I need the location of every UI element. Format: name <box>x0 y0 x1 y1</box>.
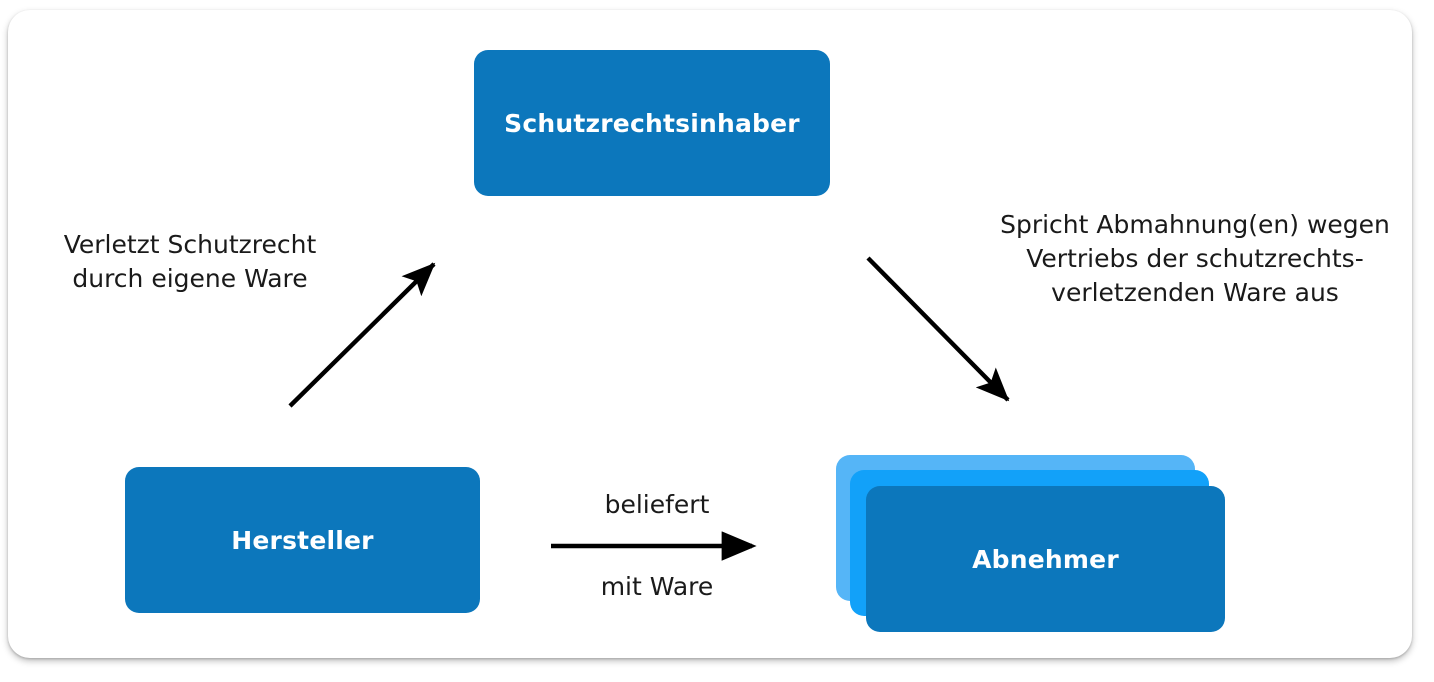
abnehmer-stack-card-front[interactable]: Abnehmer <box>866 486 1225 632</box>
edge-label-mit-ware: mit Ware <box>600 572 714 601</box>
node-hersteller-label: Hersteller <box>231 525 374 555</box>
annotation-spricht-abmahnung: Spricht Abmahnung(en) wegen Vertriebs de… <box>1000 210 1390 307</box>
node-abnehmer-label: Abnehmer <box>972 544 1119 574</box>
annotation-verletzt-schutzrecht: Verletzt Schutzrecht durch eigene Ware <box>63 230 317 293</box>
node-hersteller[interactable]: Hersteller <box>125 467 480 613</box>
node-schutzrechtsinhaber[interactable]: Schutzrechtsinhaber <box>474 50 830 196</box>
node-schutzrechtsinhaber-label: Schutzrechtsinhaber <box>504 108 800 138</box>
node-abnehmer-stack[interactable]: Abnehmer <box>836 455 1226 635</box>
edge-label-beliefert: beliefert <box>604 490 710 519</box>
